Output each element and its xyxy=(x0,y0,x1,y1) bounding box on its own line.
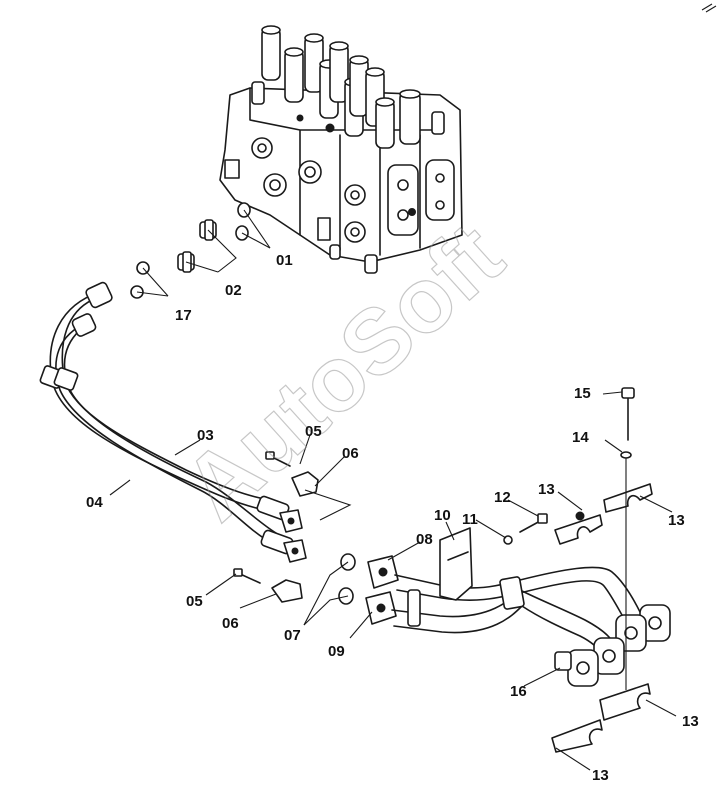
split-flanges xyxy=(233,451,319,603)
callout-15: 15 xyxy=(574,385,591,402)
tube-clamps xyxy=(551,387,653,753)
spool-caps xyxy=(261,25,421,149)
callout-12: 12 xyxy=(494,489,511,506)
callout-13-right: 13 xyxy=(668,512,685,529)
callout-13-left: 13 xyxy=(538,481,555,498)
callout-13-bottom: 13 xyxy=(592,767,609,784)
callout-01: 01 xyxy=(276,252,293,269)
callout-06-upper: 06 xyxy=(342,445,359,462)
callout-13-lower-right: 13 xyxy=(682,713,699,730)
callout-04: 04 xyxy=(86,494,103,511)
corner-mark xyxy=(701,3,717,13)
callout-02: 02 xyxy=(225,282,242,299)
callout-05-upper: 05 xyxy=(305,423,322,440)
callout-05-lower: 05 xyxy=(186,593,203,610)
callout-17: 17 xyxy=(175,307,192,324)
leader-lines xyxy=(109,209,677,771)
steel-tubes xyxy=(365,555,671,687)
adapter-fittings xyxy=(130,202,251,299)
callout-08: 08 xyxy=(416,531,433,548)
callout-labels: 01 02 17 03 04 05 06 05 06 07 08 09 10 1… xyxy=(86,252,699,784)
callout-06-lower: 06 xyxy=(222,615,239,632)
callout-07: 07 xyxy=(284,627,301,644)
valve-ports xyxy=(224,81,455,274)
callout-10: 10 xyxy=(434,507,451,524)
callout-09: 09 xyxy=(328,643,345,660)
bracket-and-fasteners xyxy=(439,513,548,601)
control-valve-assembly xyxy=(219,25,463,274)
callout-14: 14 xyxy=(572,429,589,446)
callout-11: 11 xyxy=(462,511,478,528)
callout-03: 03 xyxy=(197,427,214,444)
callout-16: 16 xyxy=(510,683,527,700)
